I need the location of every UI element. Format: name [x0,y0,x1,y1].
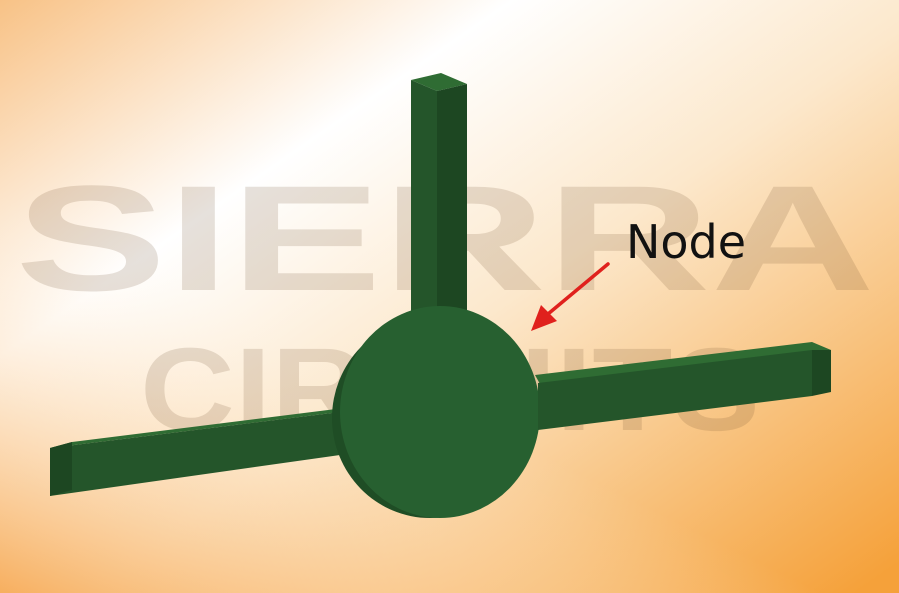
right-trace-front [538,350,812,430]
right-trace-top [535,342,831,384]
right-trace [535,342,831,430]
node-arrow [531,262,610,331]
vertical-trace-side [437,84,467,370]
vertical-trace-top [411,73,467,91]
left-trace-end [50,442,72,496]
node-pad [332,306,540,518]
vertical-trace-front [411,80,437,370]
right-trace-end [812,350,831,396]
left-trace [50,406,360,496]
left-trace-top [50,406,360,448]
vertical-trace [411,73,467,370]
arrow-head-icon [531,305,557,331]
left-trace-front [50,412,340,496]
node-pad-face [340,306,540,518]
arrow-shaft [546,262,610,316]
node-label: Node [626,215,746,269]
